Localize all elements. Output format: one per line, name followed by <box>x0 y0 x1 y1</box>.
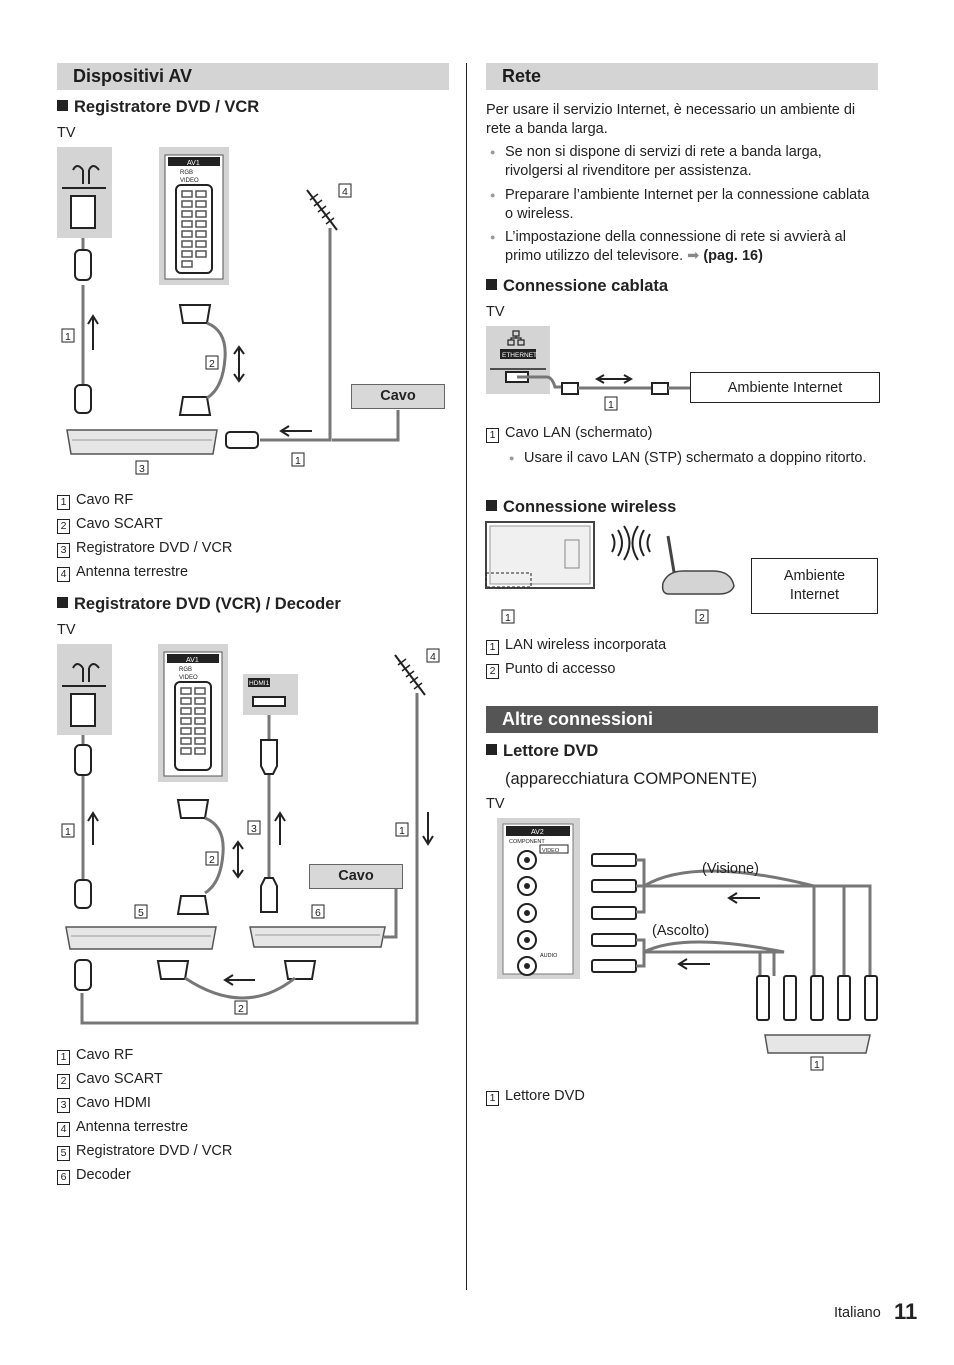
panel-component: COMPONENT <box>509 839 545 845</box>
subheading-connessione-wireless: Connessione wireless <box>486 498 676 517</box>
section-title-dispositivi-av: Dispositivi AV <box>57 63 449 90</box>
panel-video: VIDEO <box>180 178 199 184</box>
subheading-registratore-decoder: Registratore DVD (VCR) / Decoder <box>57 595 341 614</box>
num-1: 1 <box>65 331 71 343</box>
tv-label: TV <box>57 622 76 638</box>
square-bullet-icon <box>486 279 497 290</box>
panel-audio: AUDIO <box>540 953 558 959</box>
tv-label: TV <box>486 304 505 320</box>
svg-text:1: 1 <box>505 612 511 624</box>
page-reference[interactable]: (pag. 16) <box>703 248 763 264</box>
svg-text:3: 3 <box>139 463 145 475</box>
square-bullet-icon <box>57 100 68 111</box>
cablata-note: Usare il cavo LAN (STP) schermato a dopp… <box>505 449 878 468</box>
ascolto-label: (Ascolto) <box>652 923 710 939</box>
panel-av1: AV1 <box>187 160 200 167</box>
rete-bullet: L’impostazione della connessione di rete… <box>486 228 878 266</box>
svg-text:2: 2 <box>238 1003 244 1015</box>
svg-text:1: 1 <box>65 826 71 838</box>
svg-text:2: 2 <box>699 612 705 624</box>
cavo-label: Cavo <box>309 864 403 889</box>
panel-video: VIDEO <box>542 848 560 854</box>
svg-text:3: 3 <box>251 823 257 835</box>
rete-bullet: Preparare l’ambiente Internet per la con… <box>486 186 878 224</box>
svg-text:5: 5 <box>138 907 144 919</box>
svg-text:4: 4 <box>430 651 436 663</box>
svg-text:1: 1 <box>295 455 301 467</box>
subheading-lettore-dvd: Lettore DVD <box>486 742 598 761</box>
ambiente-internet-box: Ambiente Internet <box>751 558 878 614</box>
subheading-registratore-dvd-vcr: Registratore DVD / VCR <box>57 98 259 117</box>
panel-rgb: RGB <box>179 667 192 673</box>
visione-label: (Visione) <box>702 861 759 877</box>
page-number: 11 <box>894 1299 918 1324</box>
tv-label: TV <box>57 125 76 141</box>
square-bullet-icon <box>486 500 497 511</box>
dvd-subtitle: (apparecchiatura COMPONENTE) <box>505 770 758 788</box>
tv-label: TV <box>486 796 505 812</box>
rete-intro: Per usare il servizio Internet, è necess… <box>486 102 856 137</box>
column-divider <box>466 63 467 1290</box>
svg-text:2: 2 <box>209 358 215 370</box>
panel-av1: AV1 <box>186 657 199 664</box>
square-bullet-icon <box>57 597 68 608</box>
ethernet-label: ETHERNET <box>502 352 537 359</box>
arrow-right-icon: ➡ <box>687 248 700 264</box>
subheading-connessione-cablata: Connessione cablata <box>486 277 668 296</box>
svg-text:1: 1 <box>814 1059 820 1071</box>
section-title-altre-connessioni: Altre connessioni <box>486 706 878 733</box>
cavo-label: Cavo <box>351 384 445 409</box>
svg-text:1: 1 <box>608 399 614 411</box>
square-bullet-icon <box>486 744 497 755</box>
ambiente-internet-box: Ambiente Internet <box>690 372 880 403</box>
panel-av2: AV2 <box>531 829 544 836</box>
panel-video: VIDEO <box>179 675 198 681</box>
svg-text:2: 2 <box>209 854 215 866</box>
panel-rgb: RGB <box>180 170 193 176</box>
panel-hdmi: HDMI1 <box>249 680 270 687</box>
rete-bullet: Se non si dispone di servizi di rete a b… <box>486 143 878 181</box>
svg-text:4: 4 <box>342 186 348 198</box>
svg-text:1: 1 <box>399 825 405 837</box>
section-title-rete: Rete <box>486 63 878 90</box>
footer-language: Italiano <box>834 1305 881 1321</box>
svg-text:6: 6 <box>315 907 321 919</box>
